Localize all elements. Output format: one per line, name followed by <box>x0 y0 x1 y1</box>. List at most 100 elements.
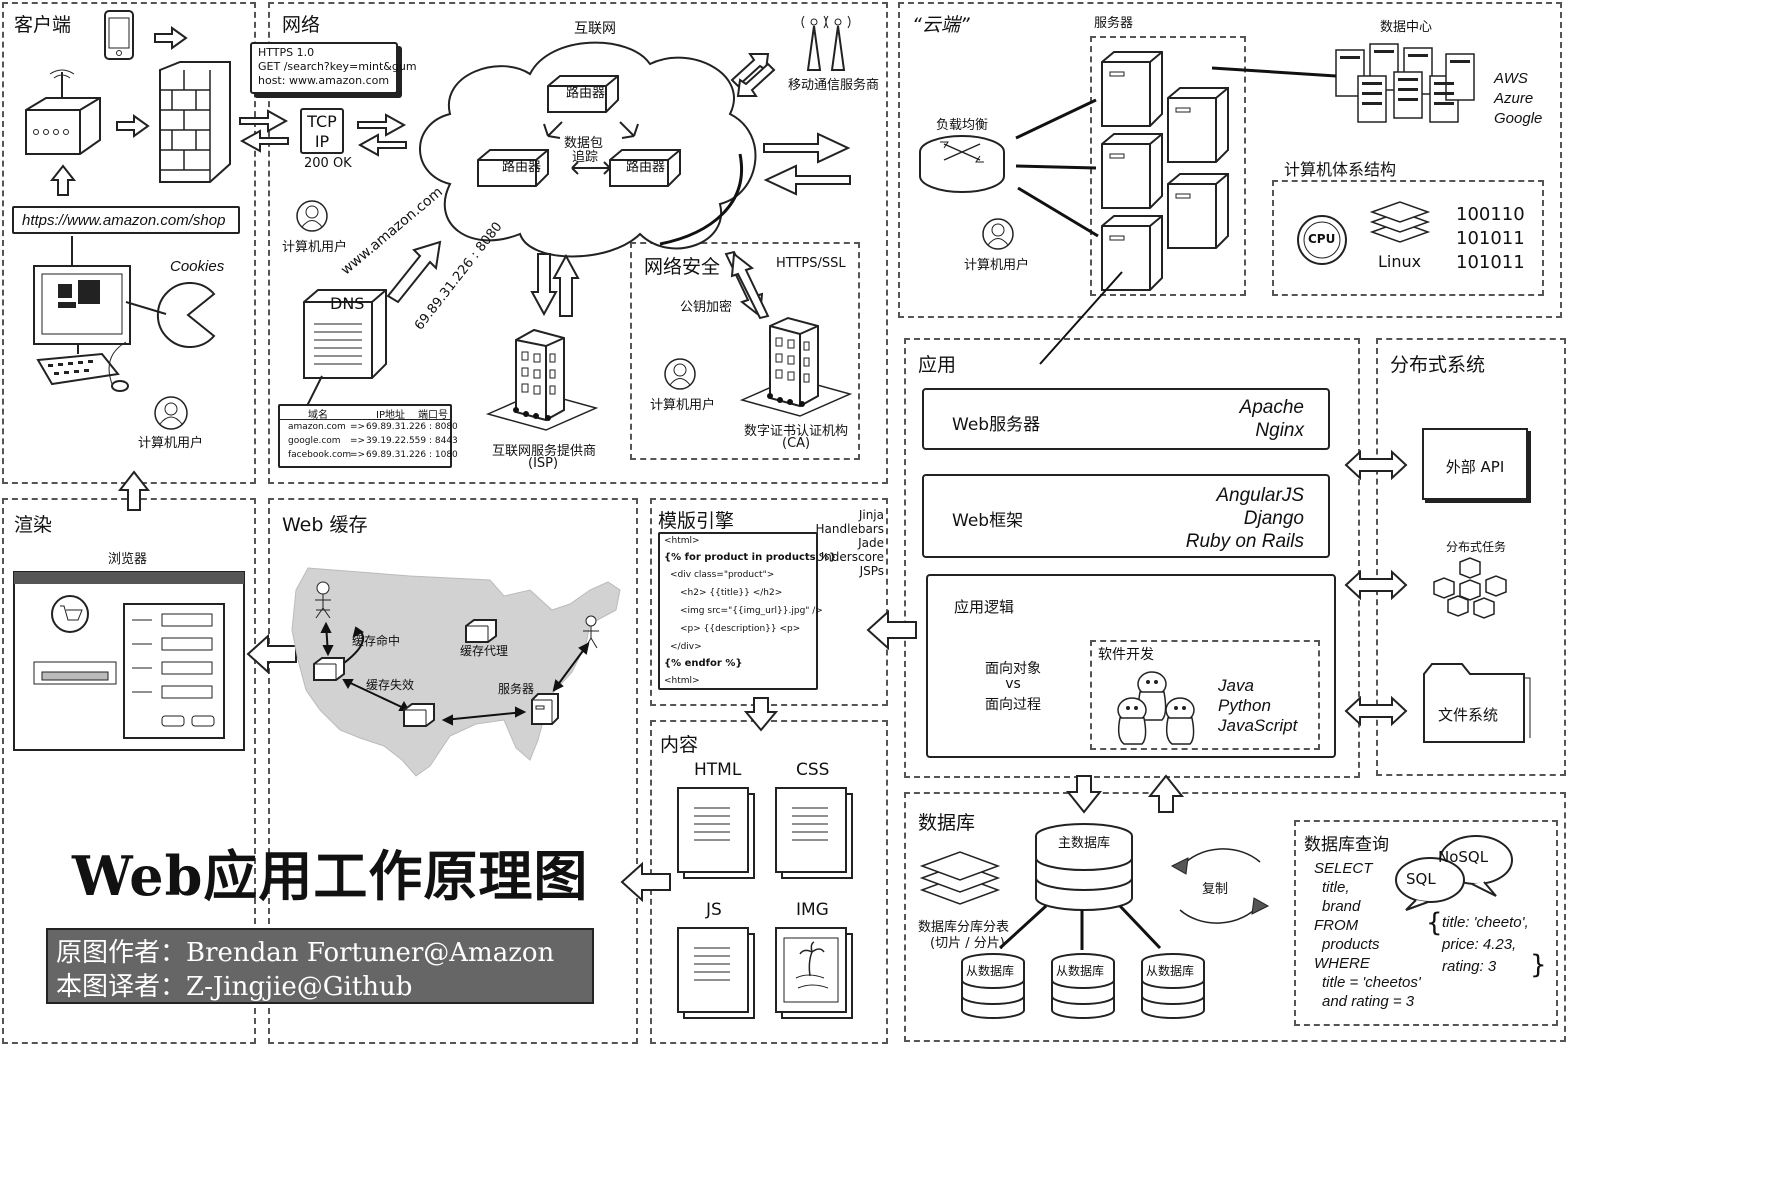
cache-proxy-label: 缓存代理 <box>460 644 509 658</box>
network-title: 网络 <box>282 14 321 36</box>
security-title: 网络安全 <box>644 256 721 278</box>
server-icon <box>1101 51 1163 127</box>
server-icon <box>1167 173 1229 249</box>
binary-line: 100110 <box>1456 204 1525 225</box>
isp-label: 互联网服务提供商 <box>492 444 597 459</box>
internet-cloud-icon <box>419 41 757 258</box>
query-line: title = 'cheetos' <box>1322 974 1421 991</box>
provider-label: Google <box>1494 110 1543 127</box>
packet-label: 数据包 <box>564 136 604 151</box>
linux-label: Linux <box>1378 252 1422 271</box>
query-line: FROM <box>1314 917 1359 934</box>
content-item-label: JS <box>706 900 722 920</box>
code-line: <html> <box>664 536 700 546</box>
replica-label: 复制 <box>1202 882 1229 897</box>
http-req-line: HTTPS 1.0 <box>258 46 315 59</box>
image-icon <box>775 927 853 1019</box>
binary-line: 101011 <box>1456 228 1525 249</box>
credit-line: 本图译者：Z-Jingjie@Github <box>56 972 413 1002</box>
sharding-label: 数据库分库分表 <box>918 920 1010 935</box>
client-title: 客户端 <box>14 14 72 36</box>
http-request-box: HTTPS 1.0 GET /search?key=mint&gum host:… <box>250 42 417 94</box>
layers-icon <box>919 851 1001 905</box>
framework-layer: Web框架 AngularJS Django Ruby on Rails <box>922 474 1330 558</box>
distributed-title: 分布式系统 <box>1390 354 1486 376</box>
arrow-up-icon <box>49 164 77 196</box>
trace-label: 追踪 <box>572 150 599 165</box>
security-panel <box>630 242 860 460</box>
servers-group <box>1090 36 1246 296</box>
arch-group <box>1272 180 1544 296</box>
master-db-label: 主数据库 <box>1058 836 1111 851</box>
bidirectional-arrows-icon <box>239 109 289 153</box>
cache-miss-label: 缓存失效 <box>366 678 415 692</box>
provider-label: Azure <box>1494 90 1534 107</box>
dns-table-cell: => <box>350 422 366 432</box>
network-panel <box>268 2 888 484</box>
url-bar[interactable]: https://www.amazon.com/shop <box>12 206 240 234</box>
computer-icon <box>33 236 131 392</box>
server-icon <box>1167 87 1229 163</box>
person-icon <box>315 581 331 619</box>
cpu-label: CPU <box>1308 232 1336 246</box>
phone-icon <box>104 10 134 60</box>
ca-building-icon <box>739 316 853 417</box>
user-icon <box>296 200 328 232</box>
query-line: WHERE <box>1314 955 1370 972</box>
datacenter-icon <box>1335 43 1475 123</box>
arrow-left-icon <box>866 609 917 651</box>
query-line: brand <box>1322 898 1361 915</box>
engine-item: Underscore <box>815 550 884 564</box>
code-line: {% for product in products %} <box>664 552 837 563</box>
web-server-item: Nginx <box>1255 420 1304 441</box>
servers-label: 服务器 <box>1094 16 1134 31</box>
content-item-label: CSS <box>796 760 830 780</box>
framework-item: Django <box>1243 508 1304 529</box>
cache-box-icon <box>313 657 345 681</box>
bidirectional-arrow-icon <box>1344 449 1408 481</box>
oop-line: vs <box>1005 676 1021 692</box>
distributed-panel <box>1376 338 1566 776</box>
server-icon <box>1101 215 1163 291</box>
dns-table-header: IP地址 <box>376 410 405 421</box>
fs-label: 文件系统 <box>1438 706 1499 724</box>
binary-line: 101011 <box>1456 252 1525 273</box>
network-user-label: 计算机用户 <box>282 240 348 255</box>
slave-db-label: 从数据库 <box>1146 962 1195 979</box>
router-label: 路由器 <box>566 86 606 101</box>
server-small-icon <box>531 693 559 725</box>
internet-label: 互联网 <box>574 21 616 37</box>
dns-table-cell: 69.89.31.226 : 8080 <box>366 422 458 432</box>
code-line: <img src="{{img_url}}.jpg" /> <box>680 606 823 616</box>
browser-window-icon <box>13 571 245 751</box>
lb-label: 负载均衡 <box>936 118 989 133</box>
database-panel <box>904 792 1566 1042</box>
router-box-icon <box>609 149 681 187</box>
webcache-title: Web 缓存 <box>282 514 368 536</box>
bidirectional-arrow-icon <box>1344 695 1408 727</box>
firewall-icon <box>159 61 231 183</box>
master-db-icon <box>1035 823 1133 911</box>
dev-group <box>1090 640 1320 750</box>
sql-label: SQL <box>1406 870 1436 888</box>
isp-abbr-label: (ISP) <box>528 456 559 471</box>
security-user-label: 计算机用户 <box>650 398 716 413</box>
arch-title: 计算机体系结构 <box>1284 160 1397 179</box>
result-line: rating: 3 <box>1442 958 1497 975</box>
mobile-label: 移动通信服务商 <box>788 78 880 93</box>
app-title: 应用 <box>918 354 957 376</box>
developers-icon <box>1117 671 1195 745</box>
engine-item: JSPs <box>859 564 884 578</box>
lb-connector-lines <box>1015 98 1099 238</box>
database-title: 数据库 <box>918 812 976 834</box>
result-line: title: 'cheeto', <box>1442 914 1529 931</box>
user-icon <box>982 218 1014 250</box>
arrow-left-icon <box>246 633 297 675</box>
cache-arrows <box>320 621 590 726</box>
ca-label: 数字证书认证机构 <box>744 424 849 439</box>
code-line: <h2> {{title}} </h2> <box>680 588 783 598</box>
diagonal-arrows-icon <box>724 250 770 320</box>
bidirectional-arrows-icon <box>763 132 851 196</box>
distributed-cubes-icon <box>1433 557 1507 619</box>
folder-icon <box>1423 663 1531 743</box>
